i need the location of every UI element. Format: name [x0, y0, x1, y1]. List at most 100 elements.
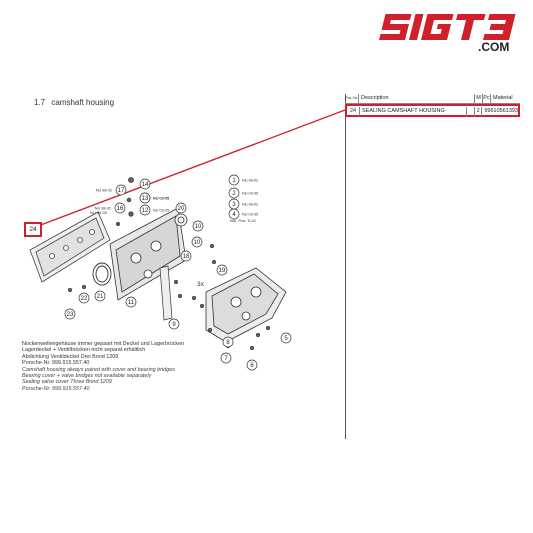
callout-circle: [191, 236, 203, 248]
callout-code: NU 98-02: [242, 203, 258, 207]
callout-code: NU 98-02: [96, 189, 112, 193]
callout-10: 10: [192, 220, 204, 232]
callout-8: 8: [222, 336, 234, 348]
section-number: 1.7: [34, 98, 46, 107]
highlight-position-box[interactable]: 24: [24, 222, 42, 237]
callout-number: 10: [195, 224, 202, 230]
callout-circle: [139, 192, 151, 204]
callout-11: 11: [125, 296, 137, 308]
callout-circle: [246, 359, 258, 371]
callout-code: NU 98-02: [242, 179, 258, 183]
cover-disc-part: [174, 213, 188, 227]
note-de-3: Abdichtung Ventildeckel Drei Bond 1209: [22, 353, 119, 360]
sigt3-logo: [372, 12, 520, 42]
callout-number: 8: [226, 340, 230, 346]
callout-circle: [216, 264, 228, 276]
notes-block: Nockenwellengehäuse immer gepaart mit De…: [22, 341, 232, 392]
callout-circle: [94, 290, 106, 302]
row-material: 99610561393: [484, 108, 519, 114]
callout-5: 5: [280, 332, 292, 344]
callout-circle: [180, 250, 192, 262]
callout-circle: [280, 332, 292, 344]
callout-number: 9: [172, 322, 176, 328]
camshaft-cover-part: [109, 207, 187, 301]
callout-number: 10: [194, 240, 201, 246]
callout-code: NU 03-05: [242, 213, 258, 217]
callout-13: 13 NU 03-05: [139, 192, 169, 204]
callout-circle: [125, 296, 137, 308]
header-description: Description: [359, 94, 475, 103]
callout-circle: [114, 202, 126, 214]
callout-number: 22: [81, 296, 88, 302]
callout-circle: [168, 318, 180, 330]
callout-1: 1 NU 98-02: [228, 174, 258, 186]
table-divider-left: [345, 94, 346, 439]
callout-9: 9: [168, 318, 180, 330]
note-de-1: Nockenwellengehäuse immer gepaart mit De…: [22, 341, 185, 347]
callout-circle: [139, 204, 151, 216]
note-en-4: Porsche-Nr. 999.915.557.40: [22, 385, 90, 392]
callout-12: 12 NU 03-05: [139, 204, 169, 216]
nu-label: NU 98-02: [90, 210, 108, 215]
callout-20: 20: [175, 202, 187, 214]
callout-22: 22: [78, 292, 90, 304]
callout-19: 19: [216, 264, 228, 276]
callout-number: 18: [183, 254, 190, 260]
callout-number: 14: [142, 182, 149, 188]
table-header: Pos.-Nr. Description M Pc Material: [345, 94, 520, 104]
callout-labels: 17 NU 98-02 14 1 5 NU 03-05 13 NU 03-05 16 NU 98-…: [64, 174, 292, 371]
callout-code: NU 03-05: [242, 192, 258, 196]
callout-code: NU 03-05: [153, 209, 169, 213]
callout-number: 23: [67, 312, 74, 318]
callout-circle: [115, 184, 127, 196]
callout-circle: [64, 308, 76, 320]
callout-code: NU 03-05: [153, 197, 169, 201]
highlight-leader-line: [37, 109, 346, 227]
row-description: SEALING CAMSHAFT HOUSING: [360, 107, 468, 116]
note-en-2: Bearing cover + valve bridges not availa…: [22, 373, 152, 380]
callout-number: 3: [232, 202, 236, 208]
note-de-2: Lagerdeckel + Ventilbrücken nicht separa…: [22, 347, 146, 354]
callout-circle: [228, 174, 240, 186]
header-m: M: [475, 94, 483, 103]
callout-21: 21: [94, 290, 106, 302]
row-pos: 24: [347, 107, 361, 116]
callout-code: NU 98-02: [95, 207, 111, 211]
callout-number: 4: [232, 212, 236, 218]
table-row[interactable]: 24 SEALING CAMSHAFT HOUSING 2 9961056139…: [345, 104, 520, 117]
camshaft-housing-part: [205, 267, 287, 343]
callout-3: 3 NU 98-02: [228, 198, 258, 210]
callout-number: 12: [142, 208, 149, 214]
callout-number: 20: [178, 206, 185, 212]
info-label: Inkl. Pos. 5-19: [230, 218, 256, 223]
header-pc: Pc: [483, 94, 491, 103]
callout-circle: [228, 208, 240, 220]
callout-23: 23: [64, 308, 76, 320]
callout-18: 18: [180, 250, 192, 262]
header-pos: Pos.-Nr.: [345, 94, 359, 103]
callout-number: 13: [142, 196, 149, 202]
callout-7: 7: [220, 352, 232, 364]
callout-number: 17: [118, 188, 125, 194]
callout-number: 1: [232, 178, 236, 184]
callout-circle: [192, 220, 204, 232]
callout-number: 21: [97, 294, 104, 300]
callout-number: 7: [224, 356, 228, 362]
callout-16: 16 NU 98-02: [95, 202, 126, 214]
callout-number: 16: [117, 206, 124, 212]
callout-number: 2: [232, 191, 236, 197]
section-name: camshaft housing: [51, 98, 115, 107]
round-seal-part: [92, 262, 112, 286]
callout-4: 4 NU 03-05: [228, 208, 258, 220]
callout-circle: [220, 352, 232, 364]
callout-circle: [222, 336, 234, 348]
callout-number: 5: [284, 336, 288, 342]
section-title: 1.7 camshaft housing: [34, 98, 114, 107]
callout-circle: [78, 292, 90, 304]
callout-number: 19: [219, 268, 226, 274]
row-pc: 2: [475, 107, 483, 116]
callout-2: 2 NU 03-05: [228, 187, 258, 199]
callout-circle: [139, 178, 151, 190]
callout-number: 11: [128, 300, 135, 306]
